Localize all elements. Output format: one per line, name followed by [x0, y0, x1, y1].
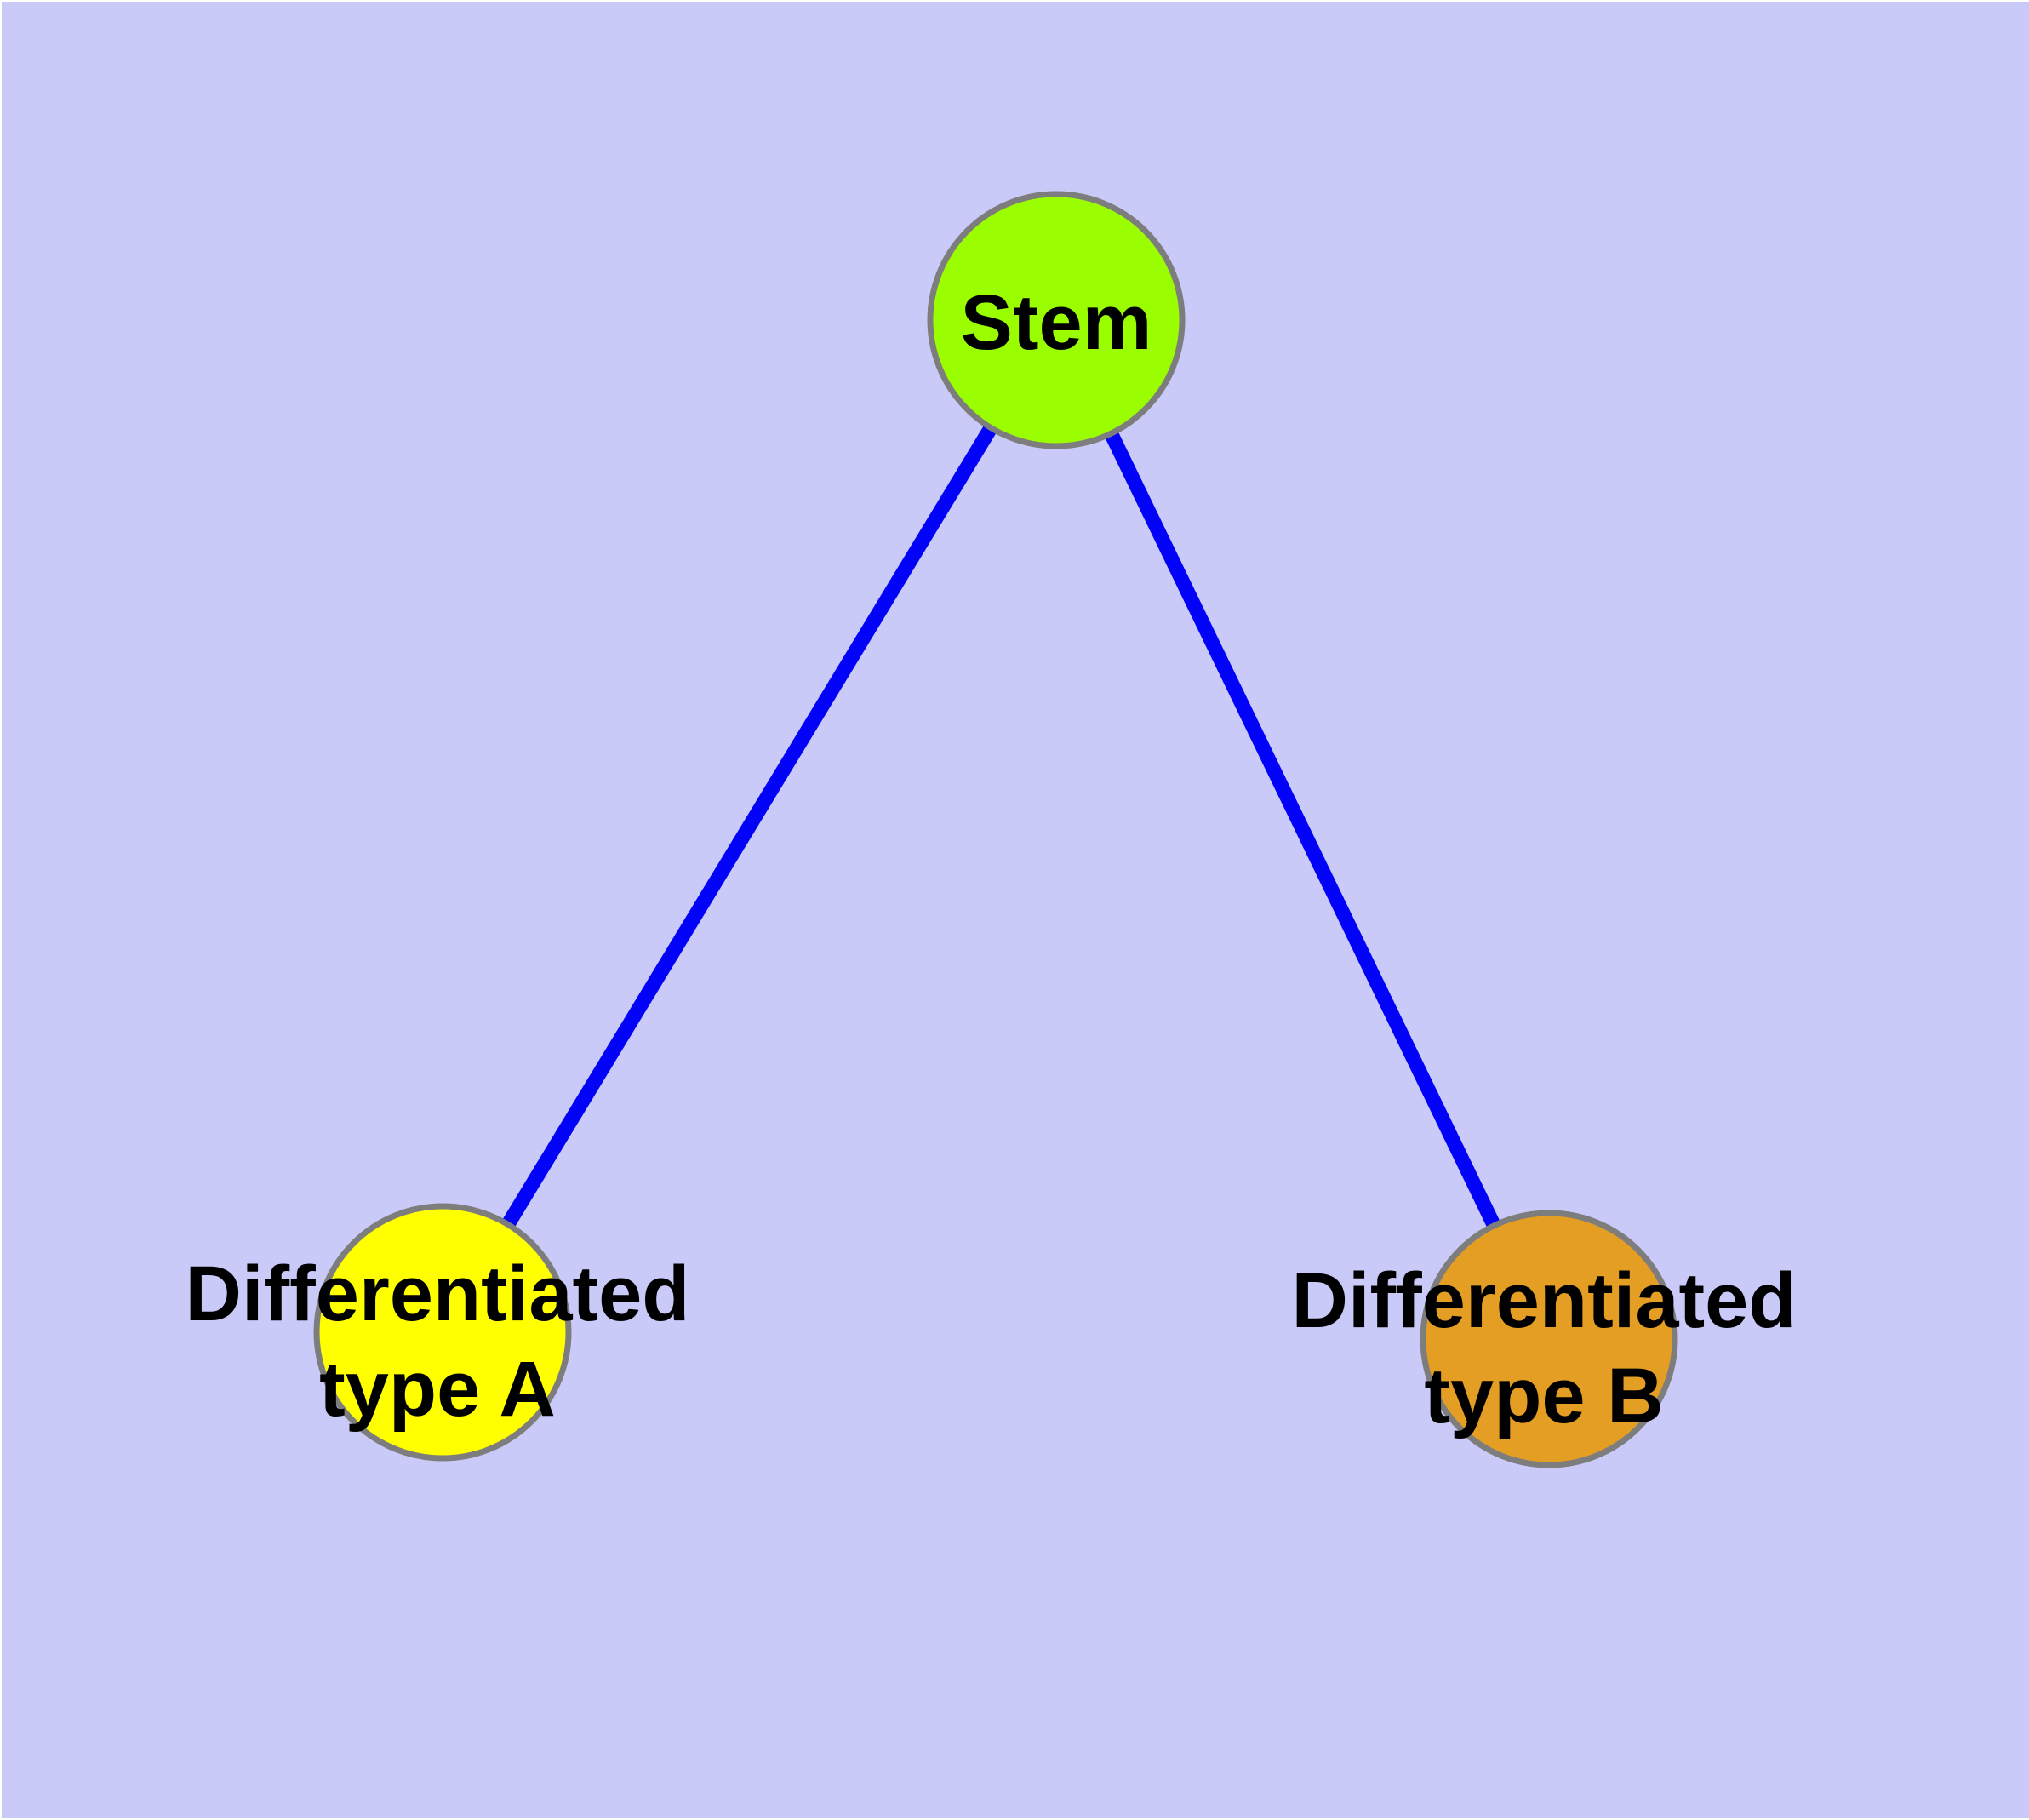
- node-type-b-circle: [1420, 1210, 1678, 1468]
- node-type-a-label-line1: Differentiated: [186, 1251, 690, 1337]
- edge-layer: [436, 316, 1556, 1342]
- node-type-a-label-line2: type A: [319, 1346, 556, 1433]
- node-stem-label: Stem: [961, 279, 1152, 366]
- node-type-a-circle: [313, 1203, 572, 1462]
- edge-stem-to-type-a: [436, 316, 1063, 1336]
- node-type-b-label-line1: Differentiated: [1292, 1257, 1797, 1344]
- node-type-b-label-line2: type B: [1424, 1353, 1663, 1439]
- node-differentiated-type-b: Differentiated type B: [1292, 1210, 1797, 1468]
- edge-stem-to-type-b: [1049, 317, 1556, 1342]
- node-stem: Stem: [927, 191, 1186, 449]
- node-differentiated-type-a: Differentiated type A: [186, 1203, 690, 1462]
- node-stem-circle: [927, 191, 1186, 449]
